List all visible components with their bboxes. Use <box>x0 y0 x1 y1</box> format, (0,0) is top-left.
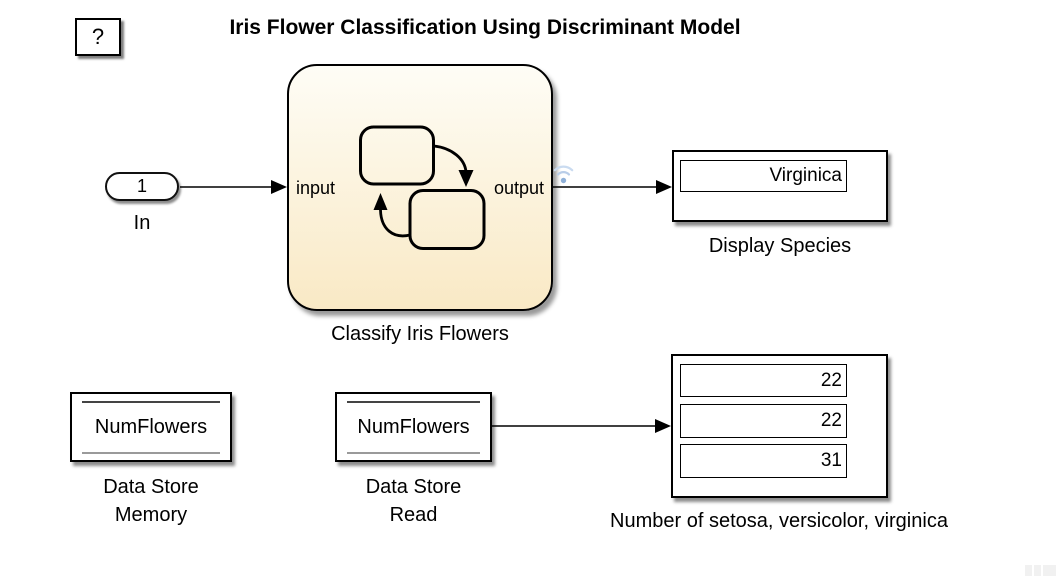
ds-read-bottom-rule <box>347 452 480 454</box>
data-store-memory-label: Data Store Memory <box>40 473 262 529</box>
inport-number: 1 <box>136 176 147 196</box>
corner-watermark <box>1025 565 1056 576</box>
inport-label: In <box>133 212 151 234</box>
chart-input-port-label: input <box>296 178 336 198</box>
transition-right-arrow <box>432 144 468 174</box>
wire-in-to-chart[interactable] <box>180 180 287 194</box>
display-counts-field-setosa: 22 <box>680 364 847 397</box>
corner-watermark-segment <box>1034 565 1041 576</box>
display-species-label: Display Species <box>708 235 852 257</box>
ds-read-name: NumFlowers <box>357 415 470 438</box>
question-mark-icon: ? <box>91 24 105 49</box>
count-versicolor: 22 <box>820 410 842 431</box>
state-bottom <box>408 189 486 250</box>
chart-block-classify-iris-flowers[interactable]: input output <box>287 64 553 311</box>
transition-right-arrowhead <box>458 170 474 187</box>
display-species-value-field: Virginica <box>680 160 847 192</box>
transition-left-arrow <box>379 208 412 238</box>
ds-read-label-line1: Data Store <box>365 476 462 498</box>
data-store-memory-block[interactable]: NumFlowers <box>70 392 232 462</box>
corner-watermark-segment <box>1043 565 1056 576</box>
ds-memory-bottom-rule <box>82 452 220 454</box>
state-top <box>359 125 435 186</box>
ds-memory-name: NumFlowers <box>94 415 208 438</box>
data-store-read-label: Data Store Read <box>305 473 522 529</box>
wire-read-to-display[interactable] <box>492 419 671 433</box>
corner-watermark-segment <box>1025 565 1032 576</box>
display-counts-field-virginica: 31 <box>680 444 847 478</box>
help-block[interactable]: ? <box>75 18 121 56</box>
chart-output-port-label: output <box>493 178 544 198</box>
display-species-block[interactable]: Virginica <box>672 150 888 222</box>
ds-memory-label-line2: Memory <box>114 504 188 526</box>
stateflow-states-glyph <box>359 125 486 250</box>
display-species-value: Virginica <box>769 165 842 186</box>
transition-left-arrowhead <box>373 193 388 210</box>
count-setosa: 22 <box>820 369 842 391</box>
count-virginica: 31 <box>820 450 842 471</box>
inport-block[interactable]: 1 <box>105 172 179 201</box>
display-counts-field-versicolor: 22 <box>680 404 847 438</box>
ds-read-label-line2: Read <box>389 504 438 526</box>
display-counts-block[interactable]: 22 22 31 <box>671 354 888 498</box>
ds-read-top-rule <box>347 401 480 403</box>
ds-memory-top-rule <box>82 401 220 403</box>
signal-logging-icon[interactable] <box>553 160 579 187</box>
data-store-read-block[interactable]: NumFlowers <box>335 392 492 462</box>
ds-memory-label-line1: Data Store <box>103 476 199 498</box>
chart-block-label: Classify Iris Flowers <box>331 323 509 345</box>
model-title: Iris Flower Classification Using Discrim… <box>229 16 741 39</box>
wire-chart-to-display[interactable] <box>553 180 672 194</box>
display-counts-label: Number of setosa, versicolor, virginica <box>610 510 948 532</box>
